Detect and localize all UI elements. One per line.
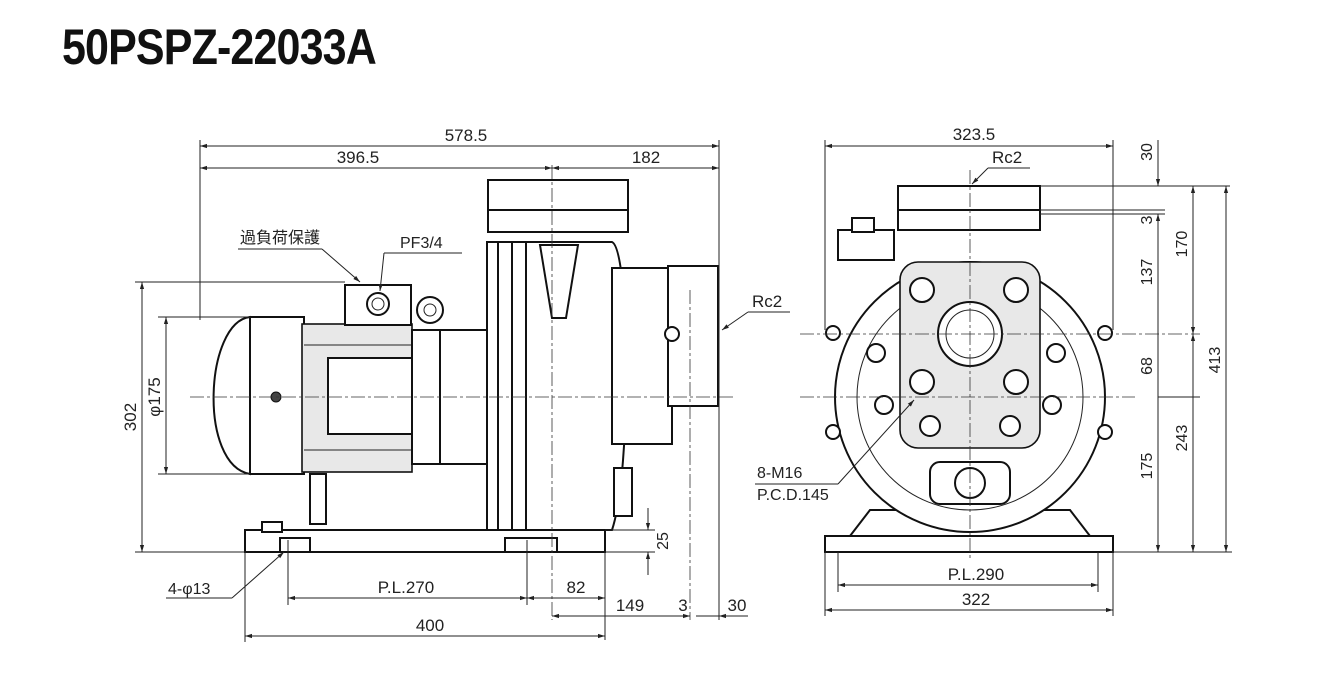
dim-overall-width: 323.5	[953, 125, 996, 144]
motor-body	[212, 284, 444, 525]
dim-height: 302	[121, 403, 140, 431]
discharge-flange	[487, 179, 629, 233]
dim-pitch-length: P.L.270	[378, 578, 434, 597]
top-flange	[897, 185, 1041, 231]
flange-bolts	[909, 277, 1029, 437]
dim-170: 170	[1174, 231, 1191, 258]
dim-30-front: 30	[1139, 143, 1156, 161]
dim-base-length: 400	[416, 616, 444, 635]
dim-motor-length: 396.5	[337, 148, 380, 167]
dim-gap-3: 3	[678, 596, 687, 615]
dim-137: 137	[1139, 259, 1156, 286]
dim-overall-length: 578.5	[445, 126, 488, 145]
label-conduit: PF3/4	[400, 235, 443, 252]
front-view: 323.5 Rc2 30 3 137 68 175 170 243 413 8-…	[755, 125, 1232, 616]
dim-base-width: 322	[962, 590, 990, 609]
drawing-title: 50PSPZ-22033A	[62, 19, 377, 75]
dim-motor-diameter: φ175	[145, 377, 164, 416]
dim-pump-length: 182	[632, 148, 660, 167]
dim-pitch-width: P.L.290	[948, 565, 1004, 584]
dim-149: 149	[616, 596, 644, 615]
side-view: 578.5 396.5 182 過負荷保護 PF3/4 Rc2 302 φ175…	[121, 126, 790, 642]
label-mounting-holes: 4-φ13	[168, 581, 211, 598]
label-suction-port: Rc2	[752, 292, 782, 311]
dim-82: 82	[567, 578, 586, 597]
front-base-plate	[824, 535, 1114, 553]
dim-413: 413	[1207, 347, 1224, 374]
label-overload: 過負荷保護	[240, 229, 320, 247]
lifting-eye	[416, 296, 444, 324]
label-pcd: P.C.D.145	[757, 487, 829, 504]
dim-243: 243	[1174, 425, 1191, 452]
dim-3-front: 3	[1139, 215, 1156, 224]
dim-68: 68	[1139, 357, 1156, 375]
dim-175-front: 175	[1139, 453, 1156, 480]
label-top-port: Rc2	[992, 148, 1022, 167]
dim-gap-30: 30	[728, 596, 747, 615]
dim-base-height: 25	[655, 532, 672, 550]
pump-casing	[439, 179, 719, 531]
label-bolts: 8-M16	[757, 465, 802, 482]
